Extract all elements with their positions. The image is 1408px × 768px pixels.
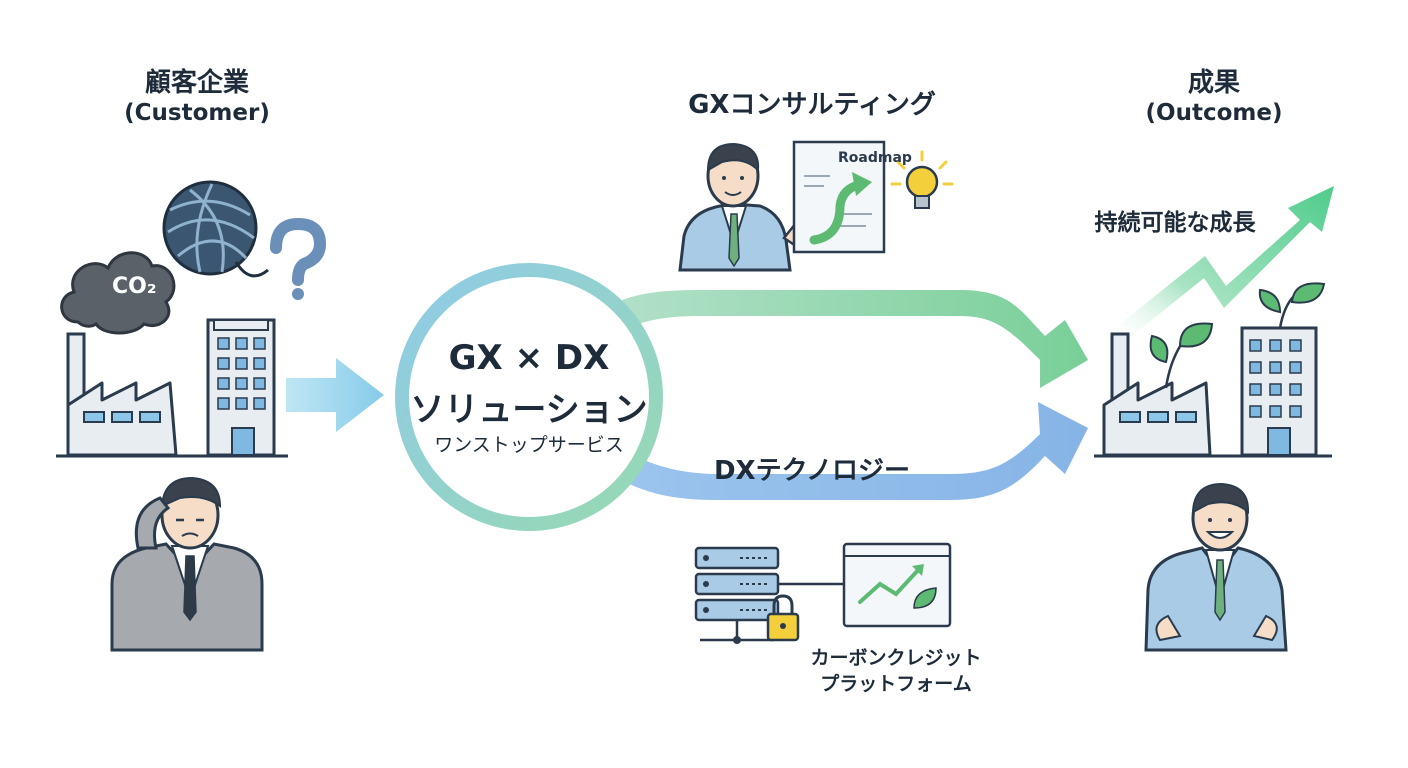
factory-icon [66,332,178,457]
co2-label: CO₂ [112,274,157,299]
carbon-credit-dashboard-icon [842,542,952,628]
customer-subtitle: (Customer) [124,100,270,126]
co2-cloud-icon [60,251,176,335]
worried-customer-figure [110,476,264,652]
rooftop-plant-icon [1258,282,1326,329]
input-arrow [286,358,384,432]
sustainable-growth-label: 持続可能な成長 [1094,210,1256,236]
solution-hub-ring [395,263,663,531]
hub-title: GX × DX [448,338,610,378]
office-building-icon [206,318,276,457]
padlock-icon [766,594,800,642]
gx-consulting-arrow [560,290,1088,388]
green-office-building-icon [1240,326,1318,457]
carbon-credit-label-line2: プラットフォーム [820,673,972,695]
server-rack-icon [694,546,780,644]
outcome-title: 成果 [1187,68,1241,98]
idea-lightbulb-icon [890,150,954,209]
outcome-subtitle: (Outcome) [1145,100,1283,126]
roadmap-label: Roadmap [838,150,912,166]
green-factory-icon [1102,332,1212,457]
sprout-leaf-icon [1149,322,1214,389]
growth-arrow-icon [1110,186,1334,344]
question-mark-icon [270,217,327,300]
dx-technology-label: DXテクノロジー [713,456,911,486]
customer-title: 顧客企業 [144,68,250,98]
hub-caption: ワンストップサービス [434,434,624,456]
tangled-yarn-icon [162,180,269,278]
roadmap-document-icon [792,140,886,254]
carbon-credit-label-line1: カーボンクレジット [810,647,982,669]
gx-consulting-label: GXコンサルティング [688,90,936,120]
happy-customer-figure [1144,482,1288,652]
dx-technology-arrow [600,402,1088,500]
hub-subtitle: ソリューション [410,390,648,430]
